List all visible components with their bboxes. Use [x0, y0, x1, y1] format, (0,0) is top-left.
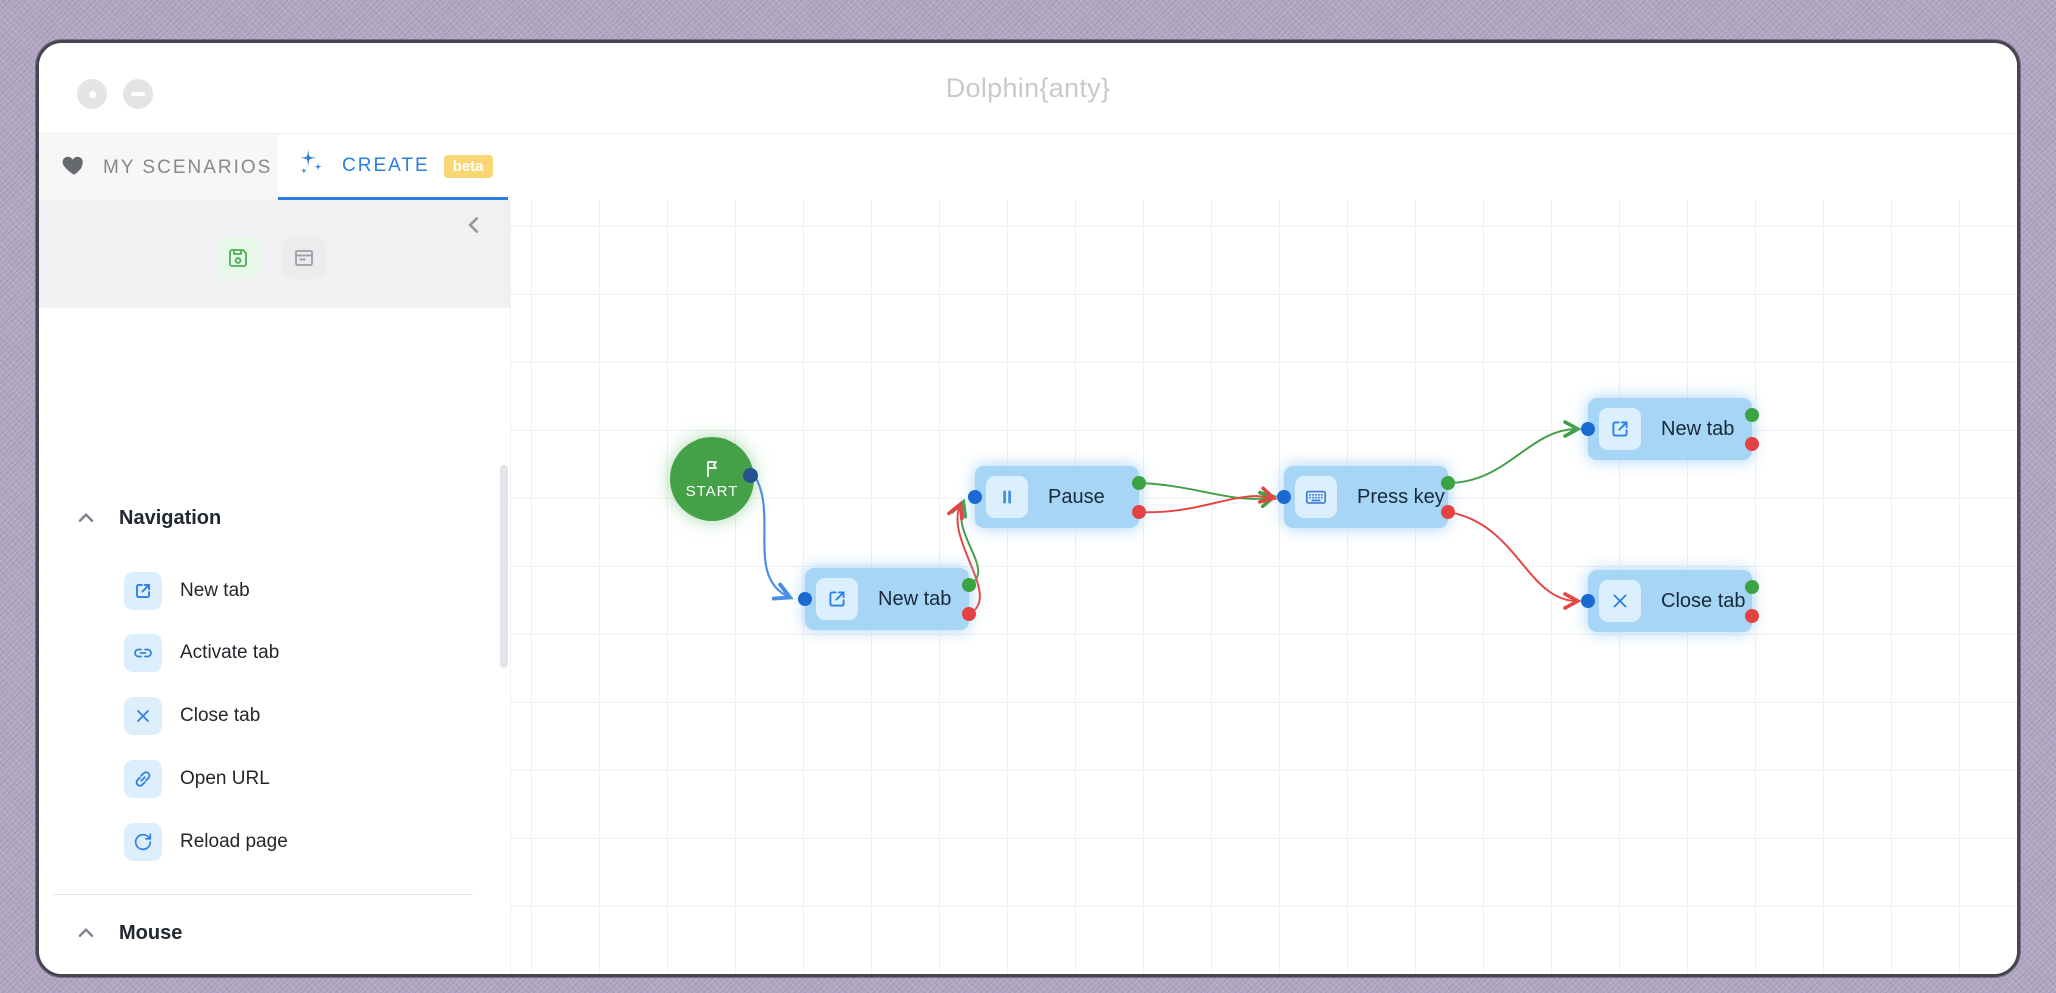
error-port[interactable]: [1745, 609, 1759, 623]
input-port[interactable]: [798, 592, 812, 606]
success-port[interactable]: [1745, 408, 1759, 422]
node-label: Pause: [1048, 485, 1105, 508]
node-label: START: [685, 483, 739, 500]
window-back-button[interactable]: [77, 79, 107, 109]
error-port[interactable]: [1132, 505, 1146, 519]
node-new-tab-2[interactable]: New tab: [1581, 398, 1759, 460]
node-close-tab[interactable]: Close tab: [1581, 570, 1759, 632]
tab-create[interactable]: CREATE beta: [278, 135, 508, 200]
edge-newtab1-error-to-pause[interactable]: [957, 505, 981, 615]
error-port[interactable]: [1745, 437, 1759, 451]
input-port[interactable]: [1581, 422, 1595, 436]
node-new-tab-1[interactable]: New tab: [798, 568, 976, 630]
sidebar-collapse-button[interactable]: [459, 210, 489, 240]
block-open-url[interactable]: Open URL: [124, 757, 270, 801]
input-port[interactable]: [1581, 594, 1595, 608]
block-label: Activate tab: [180, 642, 280, 663]
tab-create-label: CREATE: [342, 155, 430, 176]
app-window: Dolphin{anty} MY SCENARIOS CREATE beta: [36, 40, 2020, 977]
input-port[interactable]: [968, 490, 982, 504]
heart-icon: [61, 152, 87, 183]
activate-tab-icon: [124, 634, 162, 672]
sidebar-scrollbar[interactable]: [500, 465, 508, 668]
flow-canvas[interactable]: [511, 200, 2017, 974]
input-port[interactable]: [1277, 490, 1291, 504]
success-port[interactable]: [1132, 476, 1146, 490]
block-label: Open URL: [180, 768, 270, 789]
chevron-up-icon: [78, 512, 94, 522]
success-port[interactable]: [1745, 580, 1759, 594]
block-close-tab[interactable]: Close tab: [124, 694, 260, 738]
new-tab-icon: [1599, 408, 1641, 450]
section-label: Mouse: [119, 921, 183, 944]
chevron-left-icon: [468, 217, 479, 233]
open-url-icon: [124, 760, 162, 798]
tab-bar: MY SCENARIOS CREATE beta: [39, 135, 2017, 291]
section-mouse[interactable]: Mouse: [39, 915, 182, 951]
minus-icon: [131, 91, 145, 97]
node-label: New tab: [1661, 417, 1735, 440]
edge-layer: [753, 43, 2017, 615]
record-dot-icon: [88, 90, 96, 98]
success-port[interactable]: [962, 578, 976, 592]
error-port[interactable]: [962, 607, 976, 621]
node-start[interactable]: START: [670, 437, 758, 521]
node-pause[interactable]: Pause: [968, 466, 1146, 528]
pause-icon: [986, 476, 1028, 518]
block-activate-tab[interactable]: Activate tab: [124, 631, 279, 675]
block-label: Reload page: [180, 831, 288, 852]
node-label: New tab: [878, 587, 952, 610]
error-port[interactable]: [1441, 505, 1455, 519]
scenario-form-button[interactable]: [283, 237, 325, 279]
section-divider: [53, 894, 473, 895]
sidebar-top-panel: [39, 200, 511, 308]
block-label: New tab: [180, 580, 250, 601]
close-tab-icon: [124, 697, 162, 735]
blocks-sidebar: Navigation New tab Activate tab Close ta: [39, 200, 511, 974]
node-label: Press key: [1357, 485, 1445, 508]
save-icon: [229, 249, 247, 267]
block-new-tab[interactable]: New tab: [124, 569, 250, 613]
output-port[interactable]: [743, 468, 758, 483]
keyboard-icon: [1295, 476, 1337, 518]
flag-icon: [707, 461, 717, 477]
close-tab-icon: [1599, 580, 1641, 622]
window-minimize-button[interactable]: [123, 79, 153, 109]
sparkles-icon: [294, 147, 328, 186]
section-navigation[interactable]: Navigation: [39, 500, 221, 536]
form-icon: [295, 250, 313, 266]
edge-pause-error-to-presskey[interactable]: [1138, 496, 1273, 514]
block-reload-page[interactable]: Reload page: [124, 820, 288, 864]
section-label: Navigation: [119, 506, 222, 529]
edge-presskey-error-to-closetab[interactable]: [1447, 511, 1577, 601]
node-press-key[interactable]: Press key: [1277, 466, 1455, 528]
node-label: Close tab: [1661, 589, 1746, 612]
title-bar: Dolphin{anty}: [39, 43, 2017, 134]
tab-my-scenarios-label: MY SCENARIOS: [103, 156, 273, 178]
edge-start-to-newtab1[interactable]: [753, 474, 789, 597]
block-label: Close tab: [180, 705, 261, 726]
new-tab-icon: [124, 572, 162, 610]
edge-presskey-success-to-newtab2[interactable]: [1447, 429, 1577, 484]
beta-badge: beta: [443, 154, 493, 178]
tab-my-scenarios[interactable]: MY SCENARIOS: [39, 135, 278, 200]
new-tab-icon: [816, 578, 858, 620]
chevron-up-icon: [78, 927, 94, 937]
success-port[interactable]: [1441, 476, 1455, 490]
app-title: Dolphin{anty}: [945, 73, 1111, 103]
reload-page-icon: [124, 823, 162, 861]
save-scenario-button[interactable]: [217, 237, 259, 279]
